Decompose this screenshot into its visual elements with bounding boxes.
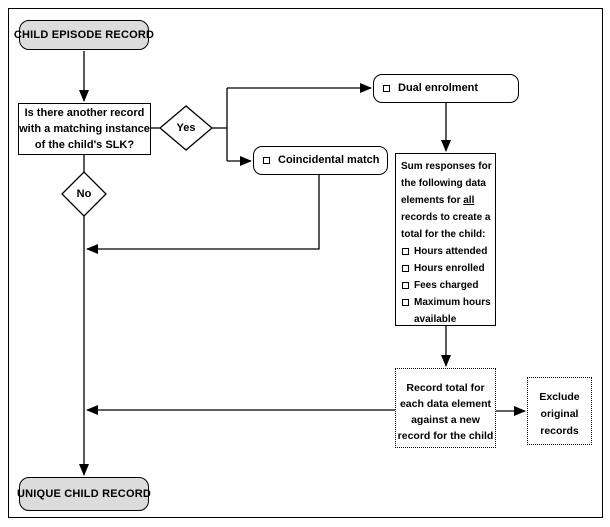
diagram-border xyxy=(8,8,603,518)
exclude-line: Exclude xyxy=(539,390,580,403)
sum-bullet-label: Maximum hours available xyxy=(414,297,491,325)
end-node-label: UNIQUE CHILD RECORD xyxy=(17,487,151,500)
checkbox-bullet-icon xyxy=(263,157,270,164)
question-line: Is there another record xyxy=(24,107,145,119)
sum-bullet-item: Fees charged xyxy=(401,277,495,294)
checkbox-bullet-icon xyxy=(402,265,409,272)
decision-question-node: Is there another record with a matching … xyxy=(18,103,151,155)
record-total-line: Record total for xyxy=(406,381,485,394)
question-line: with a matching instance xyxy=(19,123,150,135)
sum-bullet-label: Fees charged xyxy=(414,280,479,291)
sum-line: elements for all xyxy=(401,195,475,206)
sum-bullet-label: Hours attended xyxy=(414,246,488,257)
record-total-line: against a new xyxy=(411,413,480,426)
no-label: No xyxy=(76,188,92,200)
coincidental-match-node: Coincidental match xyxy=(253,146,388,175)
record-total-line: record for the child xyxy=(397,429,494,442)
sum-line: the following data xyxy=(401,178,486,189)
checkbox-bullet-icon xyxy=(402,248,409,255)
sum-bullet-item: Hours enrolled xyxy=(401,260,495,277)
sum-bullet-item: Maximum hours available xyxy=(401,294,495,328)
sum-line: records to create a xyxy=(401,212,491,223)
start-node-label: CHILD EPISODE RECORD xyxy=(13,28,155,41)
checkbox-bullet-icon xyxy=(402,299,409,306)
yes-label: Yes xyxy=(176,122,196,134)
exclude-records-node: Exclude original records xyxy=(527,377,592,445)
exclude-line: records xyxy=(540,424,579,437)
sum-line: Sum responses for xyxy=(401,161,492,172)
sum-bullet-item: Hours attended xyxy=(401,243,495,260)
sum-responses-node: Sum responses for the following data ele… xyxy=(395,153,496,326)
question-line: of the child's SLK? xyxy=(34,139,135,151)
coincidental-match-label: Coincidental match xyxy=(278,154,380,166)
sum-line: total for the child: xyxy=(401,229,486,240)
end-node-unique-child-record: UNIQUE CHILD RECORD xyxy=(17,477,151,511)
checkbox-bullet-icon xyxy=(383,85,390,92)
underlined-word: all xyxy=(463,195,475,206)
record-total-node: Record total for each data element again… xyxy=(395,368,496,448)
dual-enrolment-node: Dual enrolment xyxy=(373,74,519,103)
record-total-line: each data element xyxy=(399,397,492,410)
exclude-line: original xyxy=(540,407,579,420)
start-node-child-episode-record: CHILD EPISODE RECORD xyxy=(14,20,154,50)
sum-bullet-label: Hours enrolled xyxy=(414,263,485,274)
dual-enrolment-label: Dual enrolment xyxy=(398,82,479,94)
checkbox-bullet-icon xyxy=(402,282,409,289)
